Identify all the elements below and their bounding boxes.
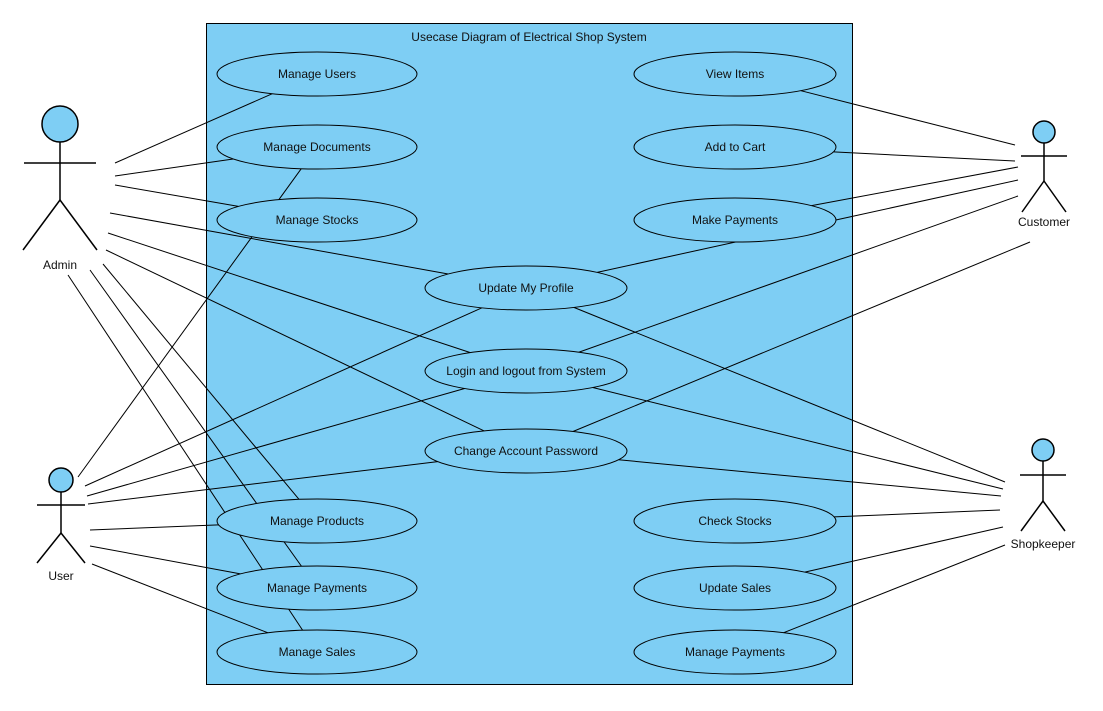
usecase-login-logout[interactable]: Login and logout from System <box>424 348 628 394</box>
association-admin-manage_products <box>102 263 300 500</box>
actor-left-leg <box>22 199 61 251</box>
usecase-ellipse <box>216 629 418 675</box>
actor-right-leg <box>1043 180 1067 213</box>
actor-left-leg <box>1021 180 1045 213</box>
association-user-manage_sales <box>91 563 269 634</box>
usecase-label: View Items <box>706 67 764 81</box>
usecase-ellipse <box>633 197 837 243</box>
usecase-label: Manage Sales <box>279 645 356 659</box>
association-shopkeeper-update_my_profile <box>573 306 1006 483</box>
usecase-manage-documents[interactable]: Manage Documents <box>216 124 418 170</box>
association-shopkeeper-change_password <box>618 459 1002 497</box>
actor-left-leg <box>1020 500 1044 532</box>
usecase-ellipse <box>216 498 418 544</box>
usecase-ellipse <box>216 51 418 97</box>
usecase-make-payments[interactable]: Make Payments <box>633 197 837 243</box>
actor-right-leg <box>59 199 98 251</box>
actor-label: Customer <box>1018 215 1070 229</box>
usecase-label: Login and logout from System <box>446 364 605 378</box>
usecase-label: Manage Payments <box>267 581 367 595</box>
association-user-change_password <box>87 461 438 505</box>
usecase-check-stocks[interactable]: Check Stocks <box>633 498 837 544</box>
usecase-manage-stocks[interactable]: Manage Stocks <box>216 197 418 243</box>
usecase-label: Update Sales <box>699 581 771 595</box>
usecase-ellipse <box>216 565 418 611</box>
association-admin-login_logout <box>107 232 471 354</box>
association-customer-login_logout <box>578 195 1019 353</box>
usecase-ellipse <box>633 51 837 97</box>
actor-left-leg <box>36 532 62 564</box>
usecase-ellipse <box>424 348 628 394</box>
usecase-ellipse <box>424 428 628 474</box>
usecase-ellipse <box>633 565 837 611</box>
actor-shopkeeper[interactable]: Shopkeeper <box>1011 438 1076 551</box>
actor-head <box>1032 120 1056 144</box>
actor-right-leg <box>1042 500 1066 532</box>
association-shopkeeper-update_sales <box>804 526 1004 573</box>
association-customer-make_payments <box>811 166 1019 207</box>
association-user-manage_products <box>89 524 219 531</box>
actor-label: Admin <box>43 258 77 272</box>
usecase-label: Make Payments <box>692 213 778 227</box>
usecase-update-sales[interactable]: Update Sales <box>633 565 837 611</box>
usecase-ellipse <box>216 197 418 243</box>
association-customer-add_to_cart <box>833 151 1016 162</box>
usecase-ellipse <box>216 124 418 170</box>
association-customer-change_password <box>572 241 1031 432</box>
association-user-update_my_profile <box>84 307 483 487</box>
actor-admin[interactable]: Admin <box>22 105 98 272</box>
association-shopkeeper-check_stocks <box>834 509 1001 518</box>
usecase-label: Change Account Password <box>454 444 598 458</box>
association-admin-manage_users <box>114 93 273 164</box>
usecase-label: Manage Documents <box>263 140 370 154</box>
association-admin-update_my_profile <box>109 212 449 275</box>
association-user-login_logout <box>86 387 465 497</box>
usecase-label: Manage Users <box>278 67 356 81</box>
usecase-manage-products[interactable]: Manage Products <box>216 498 418 544</box>
actor-head <box>41 105 79 143</box>
usecase-label: Update My Profile <box>478 281 574 295</box>
association-admin-manage_documents <box>114 158 234 177</box>
association-user-manage_payments_left <box>89 545 241 575</box>
usecase-label: Add to Cart <box>705 140 766 154</box>
usecase-label: Manage Payments <box>685 645 785 659</box>
usecase-manage-payments-right[interactable]: Manage Payments <box>633 629 837 675</box>
association-shopkeeper-manage_payments_right <box>783 544 1006 634</box>
usecase-label: Manage Products <box>270 514 364 528</box>
association-admin-manage_stocks <box>114 184 239 207</box>
actor-user[interactable]: User <box>36 467 86 583</box>
association-lines <box>67 90 1031 634</box>
usecase-update-my-profile[interactable]: Update My Profile <box>424 265 628 311</box>
actor-head <box>48 467 74 493</box>
actor-label: User <box>48 569 73 583</box>
actor-head <box>1031 438 1055 462</box>
usecase-view-items[interactable]: View Items <box>633 51 837 97</box>
usecase-manage-sales[interactable]: Manage Sales <box>216 629 418 675</box>
usecase-change-password[interactable]: Change Account Password <box>424 428 628 474</box>
usecase-ellipse <box>633 629 837 675</box>
actor-label: Shopkeeper <box>1011 537 1076 551</box>
actor-customer[interactable]: Customer <box>1018 120 1070 229</box>
usecase-label: Manage Stocks <box>276 213 359 227</box>
usecase-manage-payments-left[interactable]: Manage Payments <box>216 565 418 611</box>
usecase-add-to-cart[interactable]: Add to Cart <box>633 124 837 170</box>
usecase-ellipse <box>424 265 628 311</box>
actor-right-leg <box>60 532 86 564</box>
association-customer-view_items <box>800 90 1016 146</box>
usecase-label: Check Stocks <box>698 514 771 528</box>
usecase-ellipse <box>633 498 837 544</box>
usecase-ellipse <box>633 124 837 170</box>
usecase-manage-users[interactable]: Manage Users <box>216 51 418 97</box>
association-shopkeeper-login_logout <box>592 387 1004 490</box>
system-title: Usecase Diagram of Electrical Shop Syste… <box>411 30 646 44</box>
